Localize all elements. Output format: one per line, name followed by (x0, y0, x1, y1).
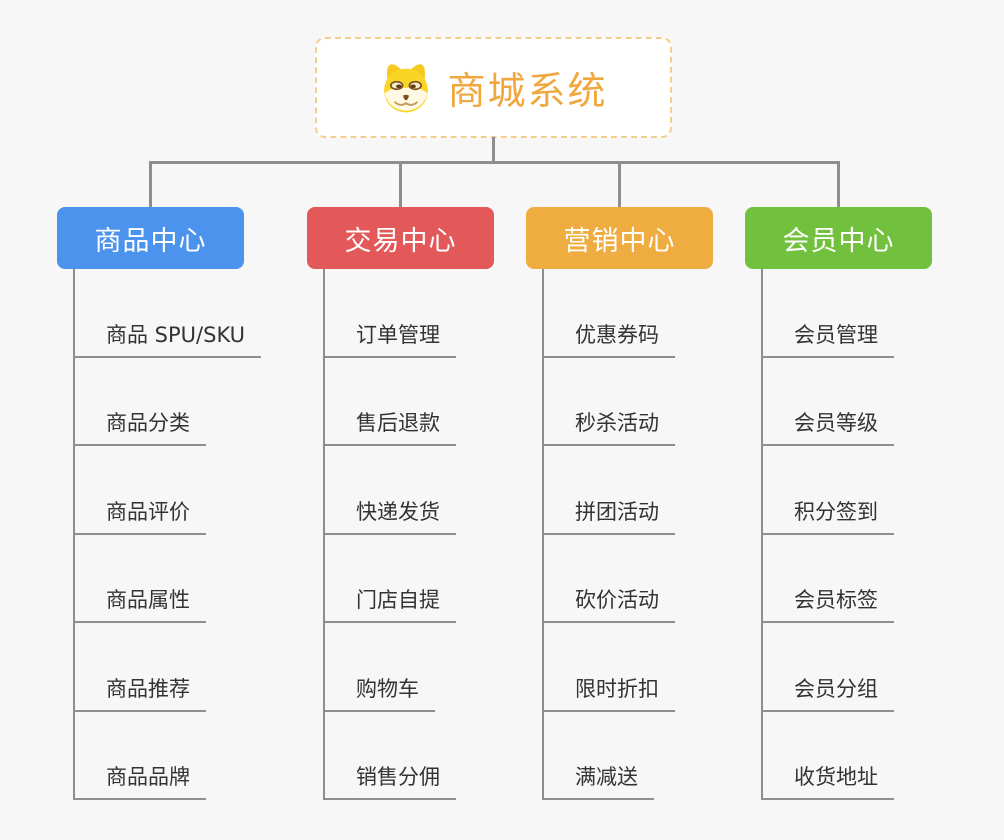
doge-icon (379, 61, 433, 115)
node-item[interactable]: 商品分类 (73, 410, 206, 446)
node-item[interactable]: 门店自提 (323, 587, 456, 623)
branch-marketing-center: 营销中心 优惠券码 秒杀活动 拼团活动 砍价活动 限时折扣 满减送 (526, 0, 786, 840)
node-item[interactable]: 砍价活动 (542, 587, 675, 623)
node-item[interactable]: 销售分佣 (323, 764, 456, 800)
connector-horizontal (149, 161, 840, 164)
branch-header-trade-center[interactable]: 交易中心 (307, 207, 494, 269)
node-item[interactable]: 满减送 (542, 764, 654, 800)
node-item[interactable]: 会员分组 (761, 676, 894, 712)
branch-member-center: 会员中心 会员管理 会员等级 积分签到 会员标签 会员分组 收货地址 (745, 0, 1004, 840)
branch-header-member-center[interactable]: 会员中心 (745, 207, 932, 269)
node-item[interactable]: 收货地址 (761, 764, 894, 800)
branch-header-marketing-center[interactable]: 营销中心 (526, 207, 713, 269)
node-item[interactable]: 优惠券码 (542, 322, 675, 358)
connector-drop-1 (149, 161, 152, 207)
root-node-title: 商城系统 (447, 69, 608, 113)
node-item[interactable]: 秒杀活动 (542, 410, 675, 446)
connector-root-vertical (492, 137, 495, 163)
node-item[interactable]: 商品属性 (73, 587, 206, 623)
node-item[interactable]: 商品 SPU/SKU (73, 322, 262, 358)
node-item[interactable]: 商品评价 (73, 499, 206, 535)
node-item[interactable]: 会员管理 (761, 322, 894, 358)
node-item[interactable]: 商品推荐 (73, 676, 206, 712)
node-item[interactable]: 售后退款 (323, 410, 456, 446)
node-item[interactable]: 商品品牌 (73, 764, 206, 800)
node-item[interactable]: 积分签到 (761, 499, 894, 535)
root-node[interactable]: 商城系统 (315, 37, 672, 138)
branch-trade-center: 交易中心 订单管理 售后退款 快递发货 门店自提 购物车 销售分佣 (307, 0, 567, 840)
branch-product-center: 商品中心 商品 SPU/SKU 商品分类 商品评价 商品属性 商品推荐 商品品牌 (57, 0, 317, 840)
node-item[interactable]: 会员标签 (761, 587, 894, 623)
node-item[interactable]: 限时折扣 (542, 676, 675, 712)
connector-drop-2 (399, 161, 402, 207)
node-item[interactable]: 拼团活动 (542, 499, 675, 535)
node-item[interactable]: 快递发货 (323, 499, 456, 535)
connector-drop-3 (618, 161, 621, 207)
connector-drop-4 (837, 161, 840, 207)
node-item[interactable]: 订单管理 (323, 322, 456, 358)
branch-header-product-center[interactable]: 商品中心 (57, 207, 244, 269)
node-item[interactable]: 购物车 (323, 676, 435, 712)
node-item[interactable]: 会员等级 (761, 410, 894, 446)
